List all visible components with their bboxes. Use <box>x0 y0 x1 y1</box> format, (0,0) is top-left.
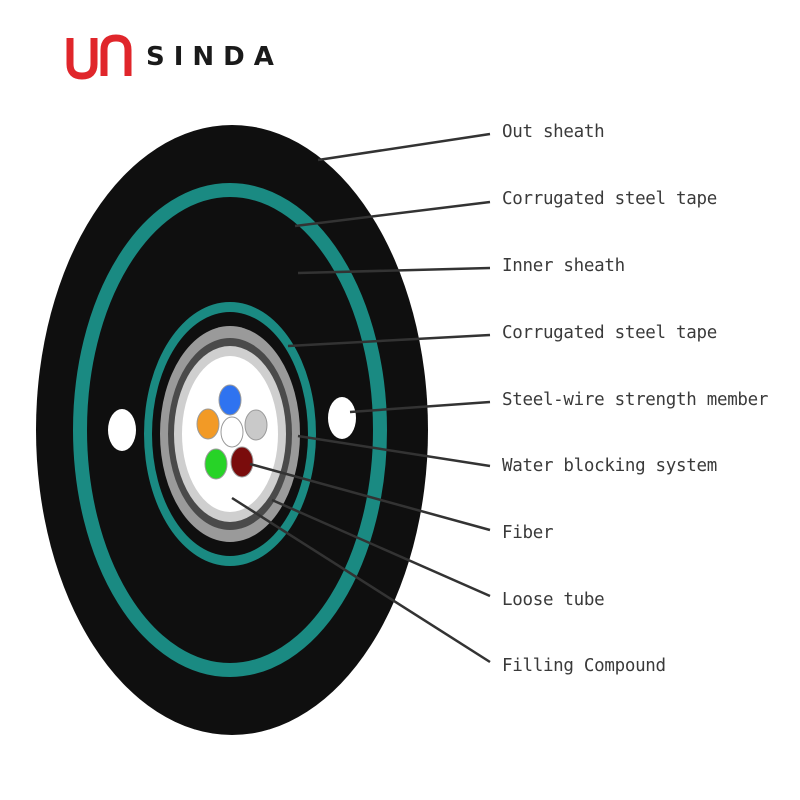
label-corrugated-steel-tape-inner: Corrugated steel tape <box>502 323 717 343</box>
label-filling-compound: Filling Compound <box>502 656 666 676</box>
leader-corrugated-steel-tape-2 <box>287 333 491 348</box>
fiber-white <box>220 416 244 448</box>
label-water-blocking-system: Water blocking system <box>502 456 717 476</box>
fiber-darkred <box>230 446 254 478</box>
brand-header: SINDA <box>64 34 283 80</box>
fiber-group <box>196 384 268 480</box>
brand-name: SINDA <box>146 42 283 72</box>
leader-lines <box>231 132 491 664</box>
label-loose-tube: Loose tube <box>502 590 605 610</box>
label-inner-sheath: Inner sheath <box>502 256 625 276</box>
leader-out-sheath <box>317 132 491 162</box>
label-fiber: Fiber <box>502 523 554 543</box>
label-out-sheath: Out sheath <box>502 122 605 142</box>
sinda-logo-icon <box>66 34 132 80</box>
steel-wire-strength-member-left <box>108 409 136 451</box>
leader-steel-wire-strength-member <box>349 400 491 414</box>
outer-steel-tape-layer <box>73 183 387 677</box>
fiber-blue <box>218 384 242 416</box>
leader-fiber <box>249 462 491 532</box>
leader-corrugated-steel-tape-1 <box>294 200 491 228</box>
fiber-orange <box>196 408 220 440</box>
leader-water-blocking-system <box>297 434 491 468</box>
steel-wire-strength-member-right <box>328 397 356 439</box>
leader-inner-sheath <box>297 266 491 275</box>
label-steel-wire-strength-member: Steel-wire strength member <box>502 390 769 410</box>
leader-filling-compound <box>231 496 491 664</box>
fiber-green <box>204 448 228 480</box>
fiber-gray <box>244 409 268 441</box>
label-corrugated-steel-tape-outer: Corrugated steel tape <box>502 189 717 209</box>
leader-loose-tube <box>271 498 491 598</box>
